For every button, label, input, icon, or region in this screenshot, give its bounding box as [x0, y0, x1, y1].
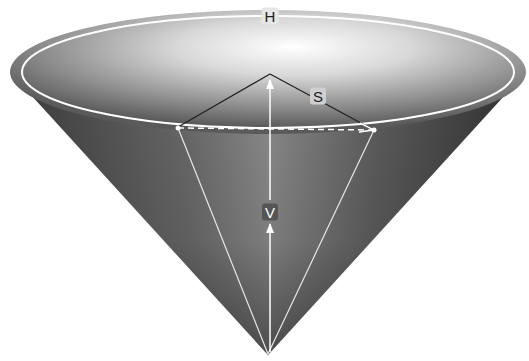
- cone-top: [10, 10, 526, 134]
- value-axis: [269, 224, 271, 352]
- hue-circle: [22, 16, 514, 128]
- cone-edge-line: [268, 130, 374, 354]
- cone-edge-line: [178, 128, 268, 354]
- radius-line: [178, 74, 270, 127]
- saturation-label: S: [310, 88, 326, 105]
- arrow-head: [359, 123, 374, 132]
- value-label: V: [262, 204, 278, 221]
- saturation-line: [270, 74, 372, 129]
- value-axis: [269, 80, 271, 200]
- chord-line: [178, 128, 374, 130]
- hue-label: H: [262, 8, 279, 25]
- point-dot: [176, 126, 181, 131]
